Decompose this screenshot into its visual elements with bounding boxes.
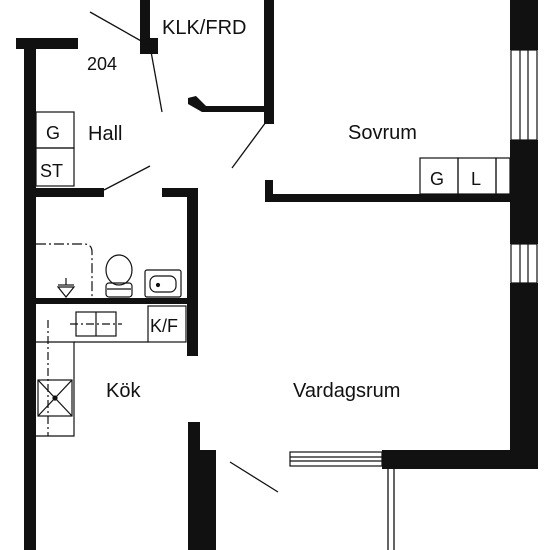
wall-right-1 [510, 0, 538, 50]
apartment-number: 204 [87, 54, 117, 74]
kitchen-counter [36, 341, 75, 437]
wall-top-left [16, 38, 78, 49]
wall-bottom-left-post [188, 422, 200, 550]
wall-bathroom-right [187, 188, 198, 356]
hall-storage-label: ST [40, 161, 63, 181]
wall-hall-bottom-left [36, 188, 104, 197]
bedroom-wardrobe-g-label: G [430, 169, 444, 189]
entrance-door-leaf [149, 45, 163, 113]
living-room-label: Vardagsrum [293, 380, 400, 402]
doors [89, 11, 395, 550]
floor-drain-icon [56, 278, 76, 298]
walls [16, 0, 538, 550]
bathroom [36, 243, 182, 298]
wall-left-outer [24, 38, 36, 550]
entrance-door [89, 11, 151, 47]
stove-icon [37, 379, 73, 417]
bedroom-wardrobe-l-label: L [471, 169, 481, 189]
fridge-freezer-label: K/F [150, 316, 178, 336]
bedroom-label: Sovrum [348, 122, 417, 144]
shower-outline [36, 243, 93, 298]
storage-label: KLK/FRD [162, 17, 246, 39]
wall-bottom-right [382, 450, 538, 469]
fixtures [35, 111, 511, 343]
wall-hall-bottom-right [162, 188, 198, 197]
bathroom-door [103, 165, 151, 191]
wall-bedroom-bottom [265, 194, 523, 202]
window-bedroom [510, 49, 538, 141]
hall-storage-box [35, 147, 75, 187]
bedroom-wardrobe-end [495, 157, 511, 195]
wall-storage-bottom [188, 96, 270, 112]
kitchen [36, 311, 148, 437]
window-living [510, 243, 538, 284]
hall-label: Hall [88, 123, 122, 145]
sink-icon [70, 311, 122, 337]
fridge-freezer-box [147, 305, 187, 343]
wall-bathroom-bottom [36, 298, 198, 304]
kitchen-label: Kök [106, 380, 141, 402]
wall-bedroom-stub [265, 180, 273, 202]
window-balcony [289, 451, 383, 467]
wall-right-2 [510, 140, 538, 244]
hall-wardrobe-label: G [46, 123, 60, 143]
balcony-door [229, 461, 279, 493]
wall-storage-right [264, 0, 274, 124]
wall-bottom-left [200, 460, 216, 550]
washbasin-icon [144, 269, 182, 298]
toilet-icon [105, 254, 133, 298]
bedroom-door [231, 121, 267, 169]
labels: 204 KLK/FRD Hall G ST Sovrum G L K/F Kök… [40, 17, 481, 402]
wall-right-3 [510, 283, 538, 469]
wall-storage-left [140, 0, 150, 42]
windows [289, 49, 538, 467]
